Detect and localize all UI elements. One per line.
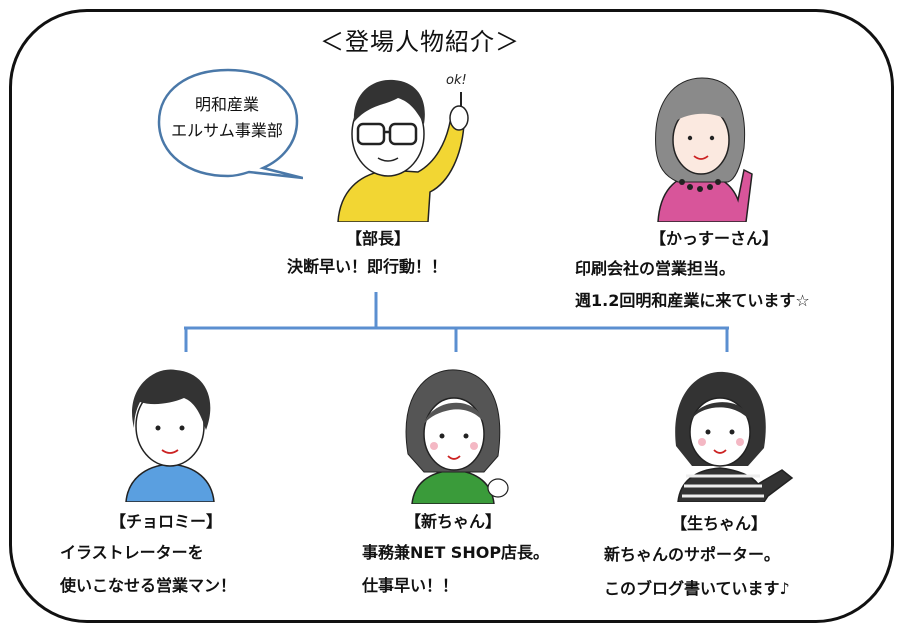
nama-chan-name: 【生ちゃん】	[671, 514, 768, 533]
bubble-line-2: エルサム事業部	[171, 121, 283, 140]
speech-bubble-text: 明和産業 エルサム事業部	[163, 92, 291, 144]
shin-chan-desc-1: 事務兼NET SHOP店長。	[362, 543, 550, 562]
outer-frame	[9, 9, 894, 623]
choromi-name: 【チョロミー】	[110, 512, 223, 531]
kassu-name: 【かっすーさん】	[650, 229, 779, 248]
bucho-illustration: ok!	[337, 73, 469, 222]
choromi-desc-1: イラストレーターを	[60, 543, 204, 562]
kassu-illustration	[655, 77, 753, 222]
kassu-desc-2: 週1.2回明和産業に来ています☆	[575, 291, 810, 310]
nama-chan-desc-1: 新ちゃんのサポーター。	[604, 545, 780, 564]
kassu-desc-1: 印刷会社の営業担当。	[575, 259, 736, 278]
bucho-desc-1: 決断早い！即行動！！	[287, 257, 448, 276]
speech-bubble	[157, 68, 303, 180]
nama-chan-illustration	[675, 371, 794, 502]
choromi-illustration	[125, 369, 215, 502]
bucho-name: 【部長】	[346, 229, 411, 248]
bubble-line-1: 明和産業	[194, 95, 259, 114]
nama-chan-desc-2: このブログ書いています♪	[604, 579, 790, 598]
shin-chan-desc-2: 仕事早い！！	[362, 576, 459, 595]
shin-chan-illustration	[405, 369, 509, 504]
page-title: ＜登場人物紹介＞	[320, 28, 520, 56]
ok-mark: ok!	[446, 73, 467, 88]
shin-chan-name: 【新ちゃん】	[405, 512, 502, 531]
choromi-desc-2: 使いこなせる営業マン！	[60, 576, 237, 595]
